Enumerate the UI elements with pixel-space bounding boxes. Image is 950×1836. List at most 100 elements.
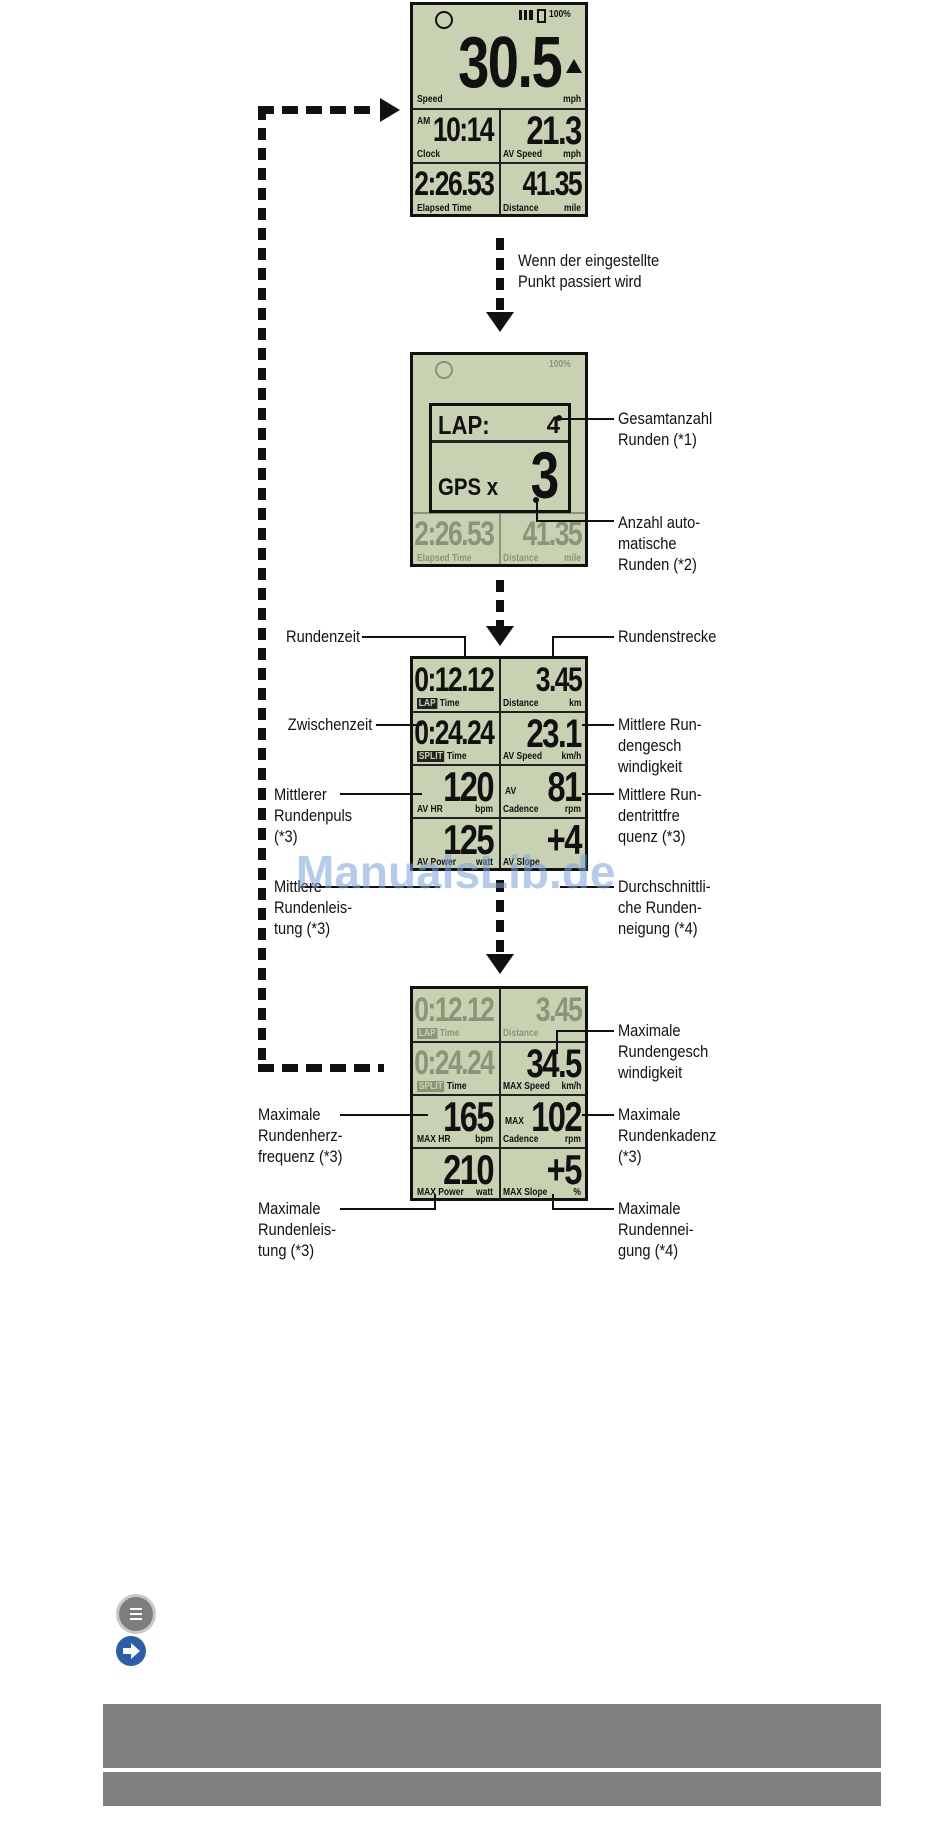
lap-distance-label: Distance [503, 1028, 539, 1039]
loop-connector-top [258, 106, 376, 114]
lap-time-value: 0:12.12 [413, 991, 495, 1029]
av-cadence-value: 81 [547, 763, 583, 810]
annotation-avg-lap-slope: Durchschnittli- che Runden- neigung (*4) [618, 877, 711, 938]
clock-label: Clock [417, 149, 441, 160]
max-slope-label: MAX Slope [503, 1187, 548, 1198]
gps-signal-icon [435, 11, 453, 29]
menu-icon[interactable] [116, 1594, 156, 1634]
transition-arrow-2-head [486, 626, 514, 646]
max-cadence-prefix: MAX [505, 1116, 524, 1127]
loop-connector-bottom [258, 1064, 384, 1072]
battery-percent: 100% [549, 359, 571, 370]
distance-unit: mile [563, 553, 581, 564]
battery-percent: 100% [549, 9, 571, 20]
watermark: ManualsLib.de [296, 846, 616, 898]
av-cadence-label: Cadence [503, 804, 539, 815]
screen-4-lap-maximum: 0:12.12 LAP Time 3.45 Distance 0:24.24 S… [410, 986, 588, 1201]
annotation-lap-distance: Rundenstrecke [618, 627, 717, 646]
elapsed-value: 2:26.53 [413, 515, 495, 553]
distance-value: 41.35 [522, 165, 582, 203]
max-power-unit: watt [476, 1187, 493, 1198]
max-cadence-value: 102 [531, 1093, 583, 1140]
speed-label: Speed [417, 94, 443, 105]
av-speed-unit: mph [563, 149, 581, 160]
screen-3-lap-average: 0:12.12 LAP Time 3.45 Distance km 0:24.2… [410, 656, 588, 871]
annotation-max-lap-cadence: Maximale Rundenkadenz (*3) [618, 1105, 717, 1166]
lap-tag: LAP [417, 698, 438, 709]
annotation-max-lap-speed: Maximale Rundengesch windigkeit [618, 1021, 709, 1082]
annotation-split-time: Zwischenzeit [287, 715, 372, 734]
split-tag: SPLIT [417, 1081, 445, 1092]
lap-time-value: 0:12.12 [413, 661, 495, 699]
av-cadence-unit: rpm [564, 804, 581, 815]
speed-value: 30.5 [457, 23, 563, 103]
elapsed-label: Elapsed Time [417, 203, 472, 214]
annotation-auto-laps: Anzahl auto- matische Runden (*2) [618, 513, 701, 574]
max-slope-value: +5 [546, 1146, 583, 1193]
av-speed-label: AV Speed [503, 149, 543, 160]
max-power-label: MAX Power [417, 1187, 464, 1198]
av-power-value: 125 [443, 816, 495, 863]
annotation-max-lap-power: Maximale Rundenleis- tung (*3) [258, 1199, 337, 1260]
max-speed-value: 34.5 [526, 1042, 583, 1086]
annotation-avg-lap-cadence: Mittlere Run- dentrittfre quenz (*3) [618, 785, 702, 846]
split-time-label: SPLIT Time [417, 751, 467, 762]
split-tag: SPLIT [417, 751, 445, 762]
av-speed-label: AV Speed [503, 751, 543, 762]
clock-value: 10:14 [432, 111, 495, 149]
split-time-value: 0:24.24 [413, 1044, 495, 1082]
split-time-value: 0:24.24 [413, 714, 495, 752]
transition-arrow-1-head [486, 312, 514, 332]
transition-arrow-1 [496, 238, 504, 312]
speed-compare-icon [566, 59, 582, 73]
annotation-max-lap-slope: Maximale Rundennei- gung (*4) [618, 1199, 694, 1260]
lap-distance-value: 3.45 [535, 991, 583, 1029]
footer-bar-top [103, 1704, 881, 1768]
loop-arrow-right [380, 98, 400, 122]
clock-am: AM [417, 116, 431, 127]
annotation-avg-lap-hr: Mittlerer Rundenpuls (*3) [274, 785, 353, 846]
max-cadence-unit: rpm [564, 1134, 581, 1145]
gps-signal-icon [435, 361, 453, 379]
lap-distance-unit: km [568, 698, 581, 709]
screen-1-speed: 100% 30.5 Speed mph AM 10:14 Clock 21.3 … [410, 2, 588, 217]
av-hr-label: AV HR [417, 804, 443, 815]
max-hr-value: 165 [443, 1093, 495, 1140]
av-hr-unit: bpm [475, 804, 493, 815]
annotation-total-laps: Gesamtanzahl Runden (*1) [618, 409, 713, 449]
lap-distance-value: 3.45 [535, 661, 583, 699]
split-time-label: SPLIT Time [417, 1081, 467, 1092]
gps-label: GPS x [438, 474, 499, 501]
footer-bar-bottom [103, 1772, 881, 1806]
max-speed-unit: km/h [561, 1081, 581, 1092]
arrow-right-circle-icon[interactable] [116, 1636, 146, 1666]
transition-label: Wenn der eingestellte Punkt passiert wir… [518, 251, 660, 291]
av-hr-value: 120 [443, 763, 495, 810]
transition-arrow-3-head [486, 954, 514, 974]
av-power-label: AV Power [417, 857, 457, 868]
max-hr-label: MAX HR [417, 1134, 451, 1145]
distance-label: Distance [503, 203, 539, 214]
av-slope-label: AV Slope [503, 857, 540, 868]
distance-unit: mile [563, 203, 581, 214]
max-speed-label: MAX Speed [503, 1081, 550, 1092]
lap-tag: LAP [417, 1028, 438, 1039]
max-hr-unit: bpm [475, 1134, 493, 1145]
max-slope-unit: % [573, 1187, 581, 1198]
lap-time-label: LAP Time [417, 698, 460, 709]
annotation-lap-time: Rundenzeit [286, 627, 360, 646]
av-speed-value: 21.3 [526, 109, 583, 153]
loop-connector-vertical [258, 108, 266, 1070]
transition-arrow-3 [496, 880, 504, 954]
elapsed-label: Elapsed Time [417, 553, 472, 564]
lap-label: LAP: [438, 410, 490, 440]
annotation-avg-lap-speed: Mittlere Run- dengesch windigkeit [618, 715, 702, 776]
battery-icon [537, 9, 546, 23]
av-power-unit: watt [476, 857, 493, 868]
max-cadence-label: Cadence [503, 1134, 539, 1145]
screen-2-lap-popup: 100% 2:26.53 Elapsed Time 41.35 Distance… [410, 352, 588, 567]
lap-popup: LAP: 4 GPS x 3 [429, 403, 571, 513]
av-slope-value: +4 [546, 816, 583, 863]
av-speed-value: 23.1 [526, 712, 583, 756]
lap-distance-label: Distance [503, 698, 539, 709]
